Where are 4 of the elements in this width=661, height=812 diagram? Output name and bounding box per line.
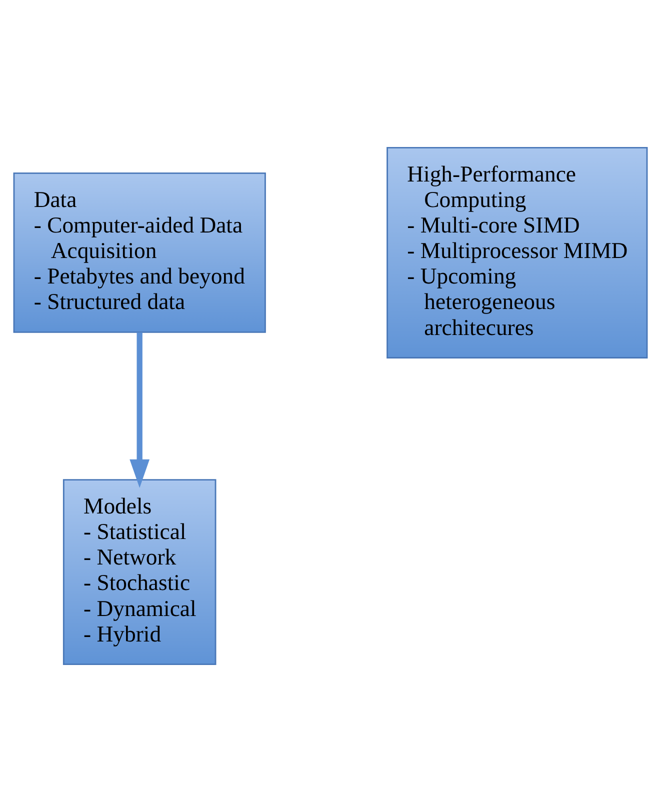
node-box: Data - Computer-aided Data Acquisition - Petabytes and beyond - Structured data [13, 172, 266, 333]
arrow [130, 332, 150, 488]
node-box: Models - Statistical - Network - Stochastic - Dynamical - Hybrid [62, 479, 216, 666]
node-box: High-Performance Computing - Multi-core SIMD - Multiprocessor MIMD - Upcoming heterogeneous architecures [386, 146, 648, 358]
